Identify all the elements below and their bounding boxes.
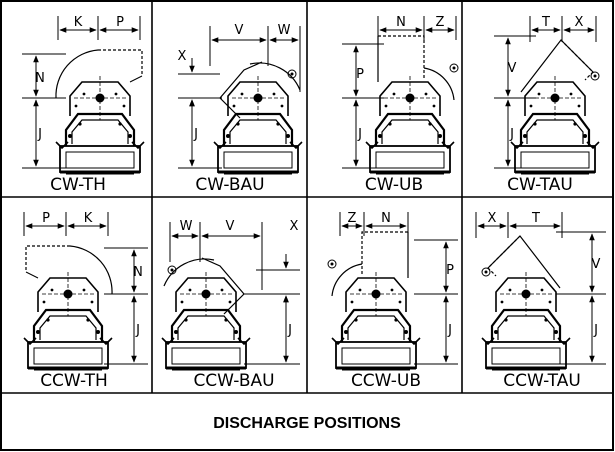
dim-label-side-upper: X [290, 219, 299, 234]
dim-label-top-right: P [116, 15, 124, 30]
dimension-lines [494, 16, 597, 169]
dim-label-side-lower: J [37, 127, 42, 142]
dim-label-side-lower: J [193, 127, 198, 142]
fan-drawing [480, 235, 572, 372]
dimension-lines [339, 212, 458, 365]
position-label: CW-TAU [507, 175, 573, 195]
dim-label-top-right: T [531, 211, 540, 226]
dimension-lines [178, 26, 301, 169]
dim-label-top-right: W [278, 23, 291, 38]
dim-label-side-lower: J [509, 127, 514, 142]
cell-cw-tau: T X V J CW-TAU [494, 15, 601, 195]
dim-label-side-lower: J [357, 127, 362, 142]
cell-ccw-ub: Z N P J CCW-UB [327, 211, 458, 391]
fan-drawing [327, 231, 422, 372]
cell-ccw-th: P K N J CCW-TH [22, 211, 148, 391]
dim-label-side-lower: J [135, 323, 140, 338]
dim-label-top-right: X [575, 15, 584, 30]
dim-label-side-upper: N [133, 265, 143, 280]
dim-label-top-right: V [226, 219, 235, 234]
fan-drawing [364, 35, 459, 176]
fan-drawing [22, 245, 114, 372]
position-label: CW-TH [50, 175, 106, 195]
dim-label-top-left: Z [348, 211, 357, 226]
dim-label-top-left: N [396, 15, 406, 30]
fan-drawing [54, 49, 146, 176]
dimension-lines [342, 16, 457, 169]
cell-cw-bau: V W X J CW-BAU [178, 23, 304, 195]
position-label: CCW-BAU [193, 371, 274, 391]
cell-ccw-tau: X T V J CCW-TAU [475, 211, 606, 391]
caption-title: DISCHARGE POSITIONS [213, 415, 401, 432]
dim-label-top-right: Z [436, 15, 445, 30]
dimension-lines [22, 16, 141, 169]
dim-label-side-lower: J [447, 323, 452, 338]
position-label: CCW-TH [40, 371, 108, 391]
dim-label-top-right: N [381, 211, 391, 226]
dim-label-side-upper: P [446, 263, 454, 278]
position-label: CW-BAU [195, 175, 264, 195]
dim-label-top-left: T [541, 15, 550, 30]
dim-label-side-lower: J [287, 323, 292, 338]
cell-cw-ub: N Z P J CW-UB [342, 15, 459, 195]
dim-label-top-left: X [488, 211, 497, 226]
dim-label-side-upper: V [592, 257, 601, 272]
dim-label-side-lower: J [593, 323, 598, 338]
dim-label-side-upper: N [35, 71, 45, 86]
dim-label-side-upper: X [178, 49, 187, 64]
fan-drawing [212, 61, 304, 176]
dimension-lines [475, 212, 606, 365]
fan-drawing [509, 39, 601, 176]
position-label: CCW-UB [351, 371, 421, 391]
dim-label-top-left: P [42, 211, 50, 226]
dim-label-side-upper: V [508, 61, 517, 76]
dim-label-top-left: V [235, 23, 244, 38]
dim-label-top-right: K [84, 211, 93, 226]
fan-drawing [160, 257, 252, 372]
cell-ccw-bau: W V X J CCW-BAU [160, 219, 300, 391]
dimension-lines [23, 212, 148, 365]
position-label: CW-UB [365, 175, 423, 195]
dim-label-side-upper: P [356, 67, 364, 82]
dim-label-top-left: W [180, 219, 193, 234]
cell-cw-th: K P N J CW-TH [22, 15, 146, 195]
dim-label-top-left: K [74, 15, 83, 30]
position-label: CCW-TAU [503, 371, 581, 391]
dimension-lines [169, 222, 300, 365]
